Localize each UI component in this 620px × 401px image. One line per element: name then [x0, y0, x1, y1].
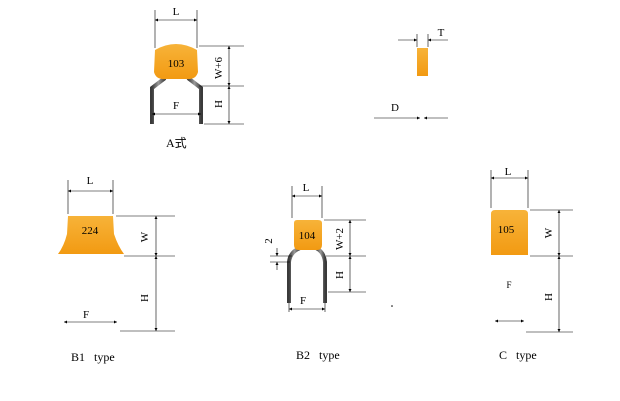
type-b2-drawing: 104 L W+2 H 2 F [263, 182, 393, 312]
type-b2-value: 104 [299, 230, 316, 242]
type-c-dim-f: F [506, 280, 511, 290]
type-b1-dim-l: L [87, 175, 94, 187]
type-b2-dim-f: F [300, 295, 306, 307]
type-c-dim-l: L [505, 166, 512, 178]
type-a-right-lead [186, 76, 203, 124]
type-b2-capacitor-body [294, 220, 322, 250]
type-a-dim-w: W+6 [213, 56, 225, 79]
type-b1-dim-h: H [139, 294, 151, 302]
axial-capacitor-body [417, 48, 428, 76]
type-a-capacitor-body [154, 44, 198, 80]
type-c-drawing: 105 L W H F [490, 166, 573, 333]
type-a-dim-f: F [173, 100, 179, 112]
type-b1-value: 224 [82, 225, 99, 237]
type-a-dim-l: L [173, 6, 180, 18]
axial-drawing: T D [374, 27, 448, 146]
type-c-value: 105 [498, 224, 515, 236]
type-b2-dim-bend: 2 [263, 238, 275, 244]
type-a-caption: A式 [166, 136, 187, 150]
type-a-dim-h: H [213, 100, 225, 108]
type-a-drawing: 103 L W+6 H F [150, 6, 244, 125]
type-b2-caption: B2 type [296, 348, 340, 362]
type-c-caption: C type [499, 348, 537, 362]
type-c-dim-h: H [543, 293, 555, 301]
type-a-left-lead [150, 76, 167, 124]
type-b2-dim-w: W+2 [334, 228, 346, 250]
type-b1-capacitor-body [58, 216, 124, 254]
type-b2-dim-h: H [334, 271, 346, 279]
type-b1-caption: B1 type [71, 350, 115, 364]
type-b1-dim-f: F [83, 309, 89, 321]
axial-dim-t: T [438, 27, 445, 39]
type-b2-right-lead [315, 246, 327, 303]
type-b2-dim-l: L [303, 182, 310, 194]
type-c-capacitor-body [491, 210, 528, 255]
type-c-dim-w: W [543, 227, 555, 238]
type-b1-drawing: 224 L W H F [58, 175, 175, 332]
type-a-value: 103 [168, 58, 185, 70]
type-b1-dim-w: W [139, 231, 151, 242]
axial-dim-d: D [391, 102, 399, 114]
